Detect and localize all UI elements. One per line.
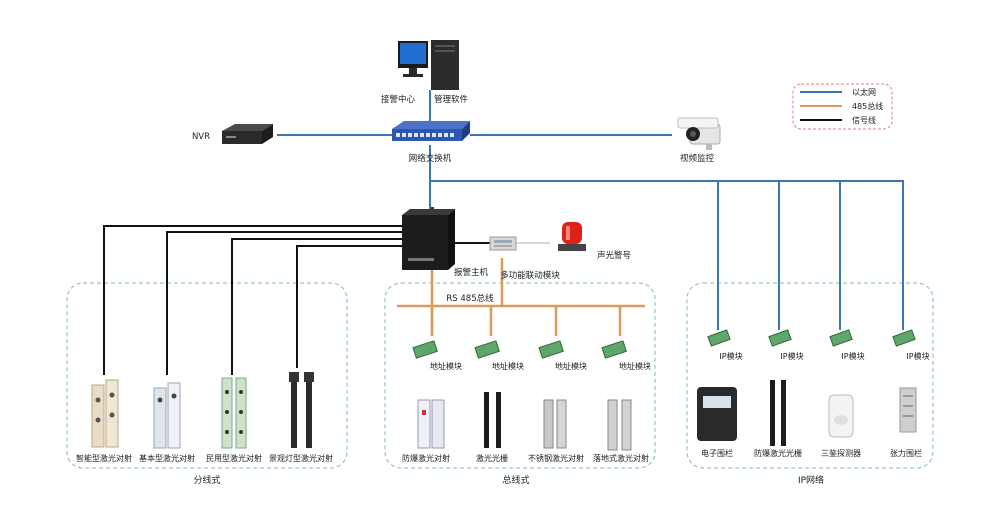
camera-icon bbox=[677, 117, 721, 150]
ip-module-icon bbox=[892, 329, 916, 347]
camera-label: 视频监控 bbox=[680, 153, 715, 164]
siren-icon bbox=[558, 222, 586, 251]
address-module-icon bbox=[538, 340, 564, 359]
device-label: 防爆激光光栅 bbox=[754, 448, 802, 458]
device-label: 不锈钢激光对射 bbox=[528, 453, 584, 463]
rs485-bus bbox=[397, 258, 645, 336]
siren-label: 声光警号 bbox=[597, 250, 631, 261]
host-label: 报警主机 bbox=[454, 267, 489, 278]
device-label: 激光光栅 bbox=[476, 453, 508, 463]
bus-label: RS 485总线 bbox=[446, 293, 494, 304]
device-stainless-laser-icon bbox=[543, 399, 567, 449]
module-label: IP模块 bbox=[719, 351, 742, 361]
device-label: 防爆激光对射 bbox=[402, 453, 450, 463]
nvr-label: NVR bbox=[192, 132, 210, 142]
ethernet-lines bbox=[277, 90, 904, 330]
switch-label: 网络交换机 bbox=[409, 153, 452, 164]
module-label: 地址模块 bbox=[492, 361, 524, 371]
alarm-center-label: 接警中心 bbox=[381, 94, 416, 105]
alarm-host-icon bbox=[402, 207, 455, 270]
device-tension-fence-icon bbox=[899, 387, 917, 433]
linkage-label: 多功能联动模块 bbox=[500, 270, 560, 281]
device-label: 景观灯型激光对射 bbox=[269, 453, 333, 463]
device-electric-fence-icon bbox=[697, 387, 737, 441]
legend-485-label: 485总线 bbox=[852, 101, 883, 111]
module-label: 地址模块 bbox=[430, 361, 462, 371]
signal-lines bbox=[103, 225, 490, 375]
device-label: 基本型激光对射 bbox=[139, 453, 195, 463]
ip-module-icon bbox=[707, 329, 731, 347]
module-label: IP模块 bbox=[906, 351, 929, 361]
bus-group-title: 总线式 bbox=[502, 474, 529, 486]
device-label: 三鉴探测器 bbox=[821, 448, 861, 458]
ip-module-icon bbox=[768, 329, 792, 347]
network-switch-icon bbox=[392, 121, 470, 141]
device-label: 落地式激光对射 bbox=[593, 453, 649, 463]
ip-group-title: IP网络 bbox=[798, 474, 824, 486]
device-floor-laser-icon bbox=[607, 399, 632, 451]
device-triple-detector-icon bbox=[828, 394, 854, 438]
address-module-icon bbox=[412, 340, 438, 359]
device-label: 电子围栏 bbox=[701, 448, 733, 458]
legend-box bbox=[792, 83, 893, 130]
module-label: IP模块 bbox=[780, 351, 803, 361]
device-label: 智能型激光对射 bbox=[76, 453, 132, 463]
management-software-label: 管理软件 bbox=[434, 94, 469, 105]
device-lamp-laser-icon bbox=[289, 372, 314, 448]
legend-ethernet-label: 以太网 bbox=[852, 87, 876, 97]
module-label: 地址模块 bbox=[555, 361, 587, 371]
legend-signal-label: 信号线 bbox=[852, 115, 876, 125]
ip-group-box bbox=[686, 282, 934, 469]
device-laser-grating-icon bbox=[484, 392, 501, 448]
address-module-icon bbox=[474, 340, 500, 359]
device-label: 张力围栏 bbox=[890, 448, 922, 458]
module-label: 地址模块 bbox=[619, 361, 651, 371]
bus-group-box bbox=[384, 282, 656, 469]
ip-module-icon bbox=[829, 329, 853, 347]
computer-icon bbox=[398, 40, 459, 90]
device-explosion-grating-icon bbox=[770, 380, 786, 446]
device-basic-laser-icon bbox=[153, 382, 181, 449]
branch-group-box bbox=[66, 282, 348, 469]
linkage-module-icon bbox=[489, 236, 517, 251]
nvr-icon bbox=[222, 124, 273, 144]
device-civil-laser-icon bbox=[221, 377, 247, 449]
module-label: IP模块 bbox=[841, 351, 864, 361]
address-module-icon bbox=[601, 340, 627, 359]
device-smart-laser-icon bbox=[91, 379, 119, 448]
device-label: 民用型激光对射 bbox=[206, 453, 262, 463]
branch-group-title: 分线式 bbox=[193, 474, 220, 486]
device-explosion-proof-laser-icon bbox=[417, 399, 445, 449]
